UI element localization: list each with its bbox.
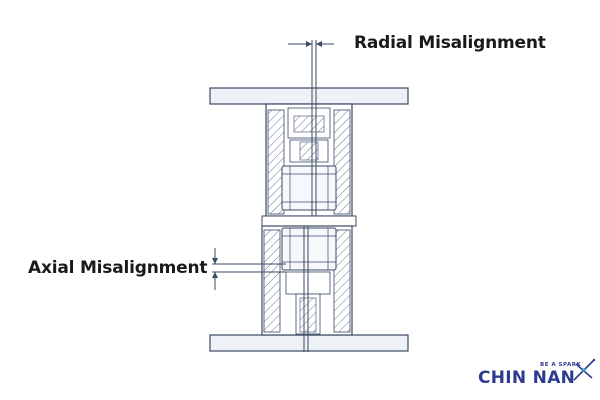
- middle-plate: [261, 215, 357, 227]
- radial-dimension: [288, 41, 334, 47]
- brand-tagline: BE A SPARK: [540, 362, 582, 368]
- spark-star-icon: [573, 358, 596, 381]
- brand-name: CHIN NAN: [478, 368, 576, 388]
- axial-dimension: [212, 248, 286, 290]
- top-plate: [209, 87, 409, 105]
- radial-misalignment-label: Radial Misalignment: [354, 33, 546, 53]
- upper-holder: [265, 103, 353, 217]
- brand-logo: BE A SPARK CHIN NAN: [478, 356, 598, 392]
- lower-holder: [261, 225, 353, 336]
- axial-misalignment-label: Axial Misalignment: [28, 258, 208, 278]
- bottom-plate: [209, 334, 409, 352]
